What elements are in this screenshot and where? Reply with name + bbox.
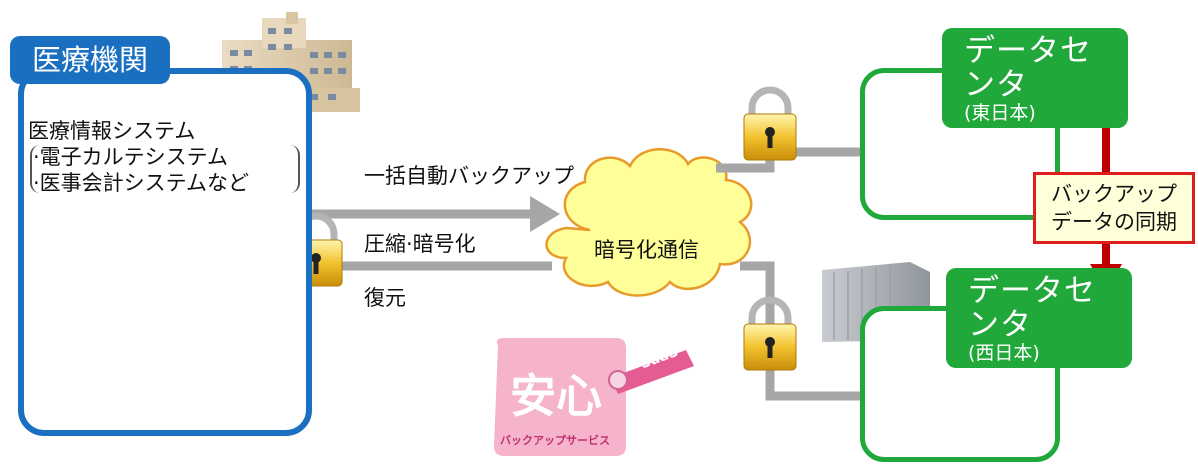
padlock-icon: [743, 296, 797, 371]
cloud-shape: [545, 148, 753, 297]
datacenter-east-name: データセンタ: [964, 33, 1092, 103]
backup-service-label: バックアップサービス: [500, 434, 610, 447]
medical-sub-item-emr: ·電子カルテシステム: [33, 145, 229, 169]
compress-encrypt-label: 圧縮·暗号化: [364, 232, 476, 256]
medical-institution-box: [18, 68, 312, 436]
data-sync-line2: データの同期: [1051, 210, 1177, 234]
datacenter-west-title: データセンタ (西日本): [946, 268, 1132, 368]
medical-system-label: 医療情報システム: [28, 119, 196, 143]
arrow-right-icon: [530, 196, 560, 232]
medical-sub-items: ·電子カルテシステム ·医事会計システムなど: [33, 144, 249, 196]
datacenter-east-title: データセンタ (東日本): [942, 28, 1128, 128]
data-sync-line1: バックアップ: [1051, 182, 1177, 206]
padlock-icon: [743, 86, 797, 161]
medical-institution-title: 医療機関: [10, 36, 170, 84]
encrypted-communication-label: 暗号化通信: [594, 238, 699, 262]
bracket: [30, 145, 300, 193]
data-sync-label: バックアップ データの同期: [1033, 172, 1195, 244]
medical-sub-item-accounting: ·医事会計システムなど: [33, 171, 250, 195]
saas-tag-icon: [494, 338, 694, 456]
restore-label: 復元: [364, 286, 406, 310]
anshin-logo-text: 安心: [510, 369, 602, 423]
backup-label: 一括自動バックアップ: [364, 164, 574, 188]
datacenter-west-name: データセンタ: [968, 273, 1096, 343]
datacenter-west-region: (西日本): [968, 342, 1040, 364]
datacenter-east-region: (東日本): [964, 102, 1036, 124]
